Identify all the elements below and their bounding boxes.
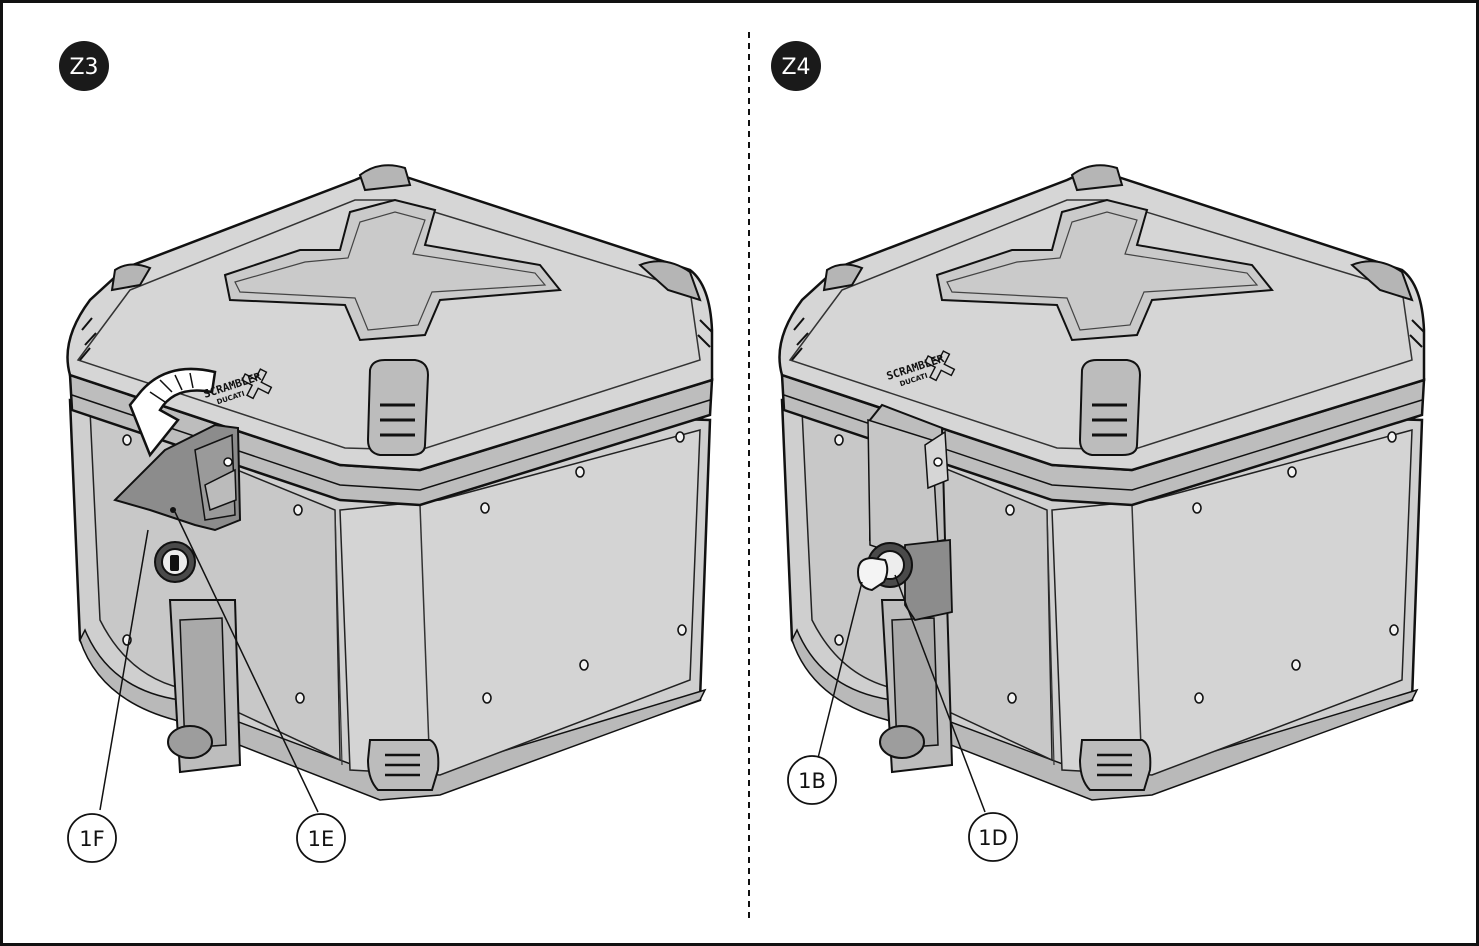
panel-z3: SCRAMBLER DUCATI Z3 1F 1E xyxy=(59,41,714,863)
svg-text:1B: 1B xyxy=(798,769,826,793)
leader-line-1f xyxy=(99,529,149,811)
svg-text:1D: 1D xyxy=(978,826,1008,850)
latch-lever xyxy=(867,403,953,622)
panel-z4: SCRAMBLER DUCATI Z4 1B 1D xyxy=(771,41,1426,862)
lock-cylinder-icon xyxy=(154,541,196,583)
svg-text:1E: 1E xyxy=(308,827,335,851)
key-icon xyxy=(856,556,889,592)
svg-text:Z4: Z4 xyxy=(781,55,810,80)
callout-1e: 1E xyxy=(296,813,346,863)
leader-line-1e xyxy=(174,511,319,813)
latch-lever xyxy=(113,423,242,532)
leader-line-1d xyxy=(894,574,986,813)
step-badge: Z3 xyxy=(59,41,109,91)
rotate-arrow-icon xyxy=(128,367,217,458)
callout-1b: 1B xyxy=(787,755,837,805)
svg-text:1F: 1F xyxy=(79,827,104,851)
callout-1d: 1D xyxy=(968,812,1018,862)
step-badge: Z4 xyxy=(771,41,821,91)
leader-line-1b xyxy=(817,581,863,759)
svg-text:Z3: Z3 xyxy=(69,55,98,80)
callout-1f: 1F xyxy=(67,813,117,863)
